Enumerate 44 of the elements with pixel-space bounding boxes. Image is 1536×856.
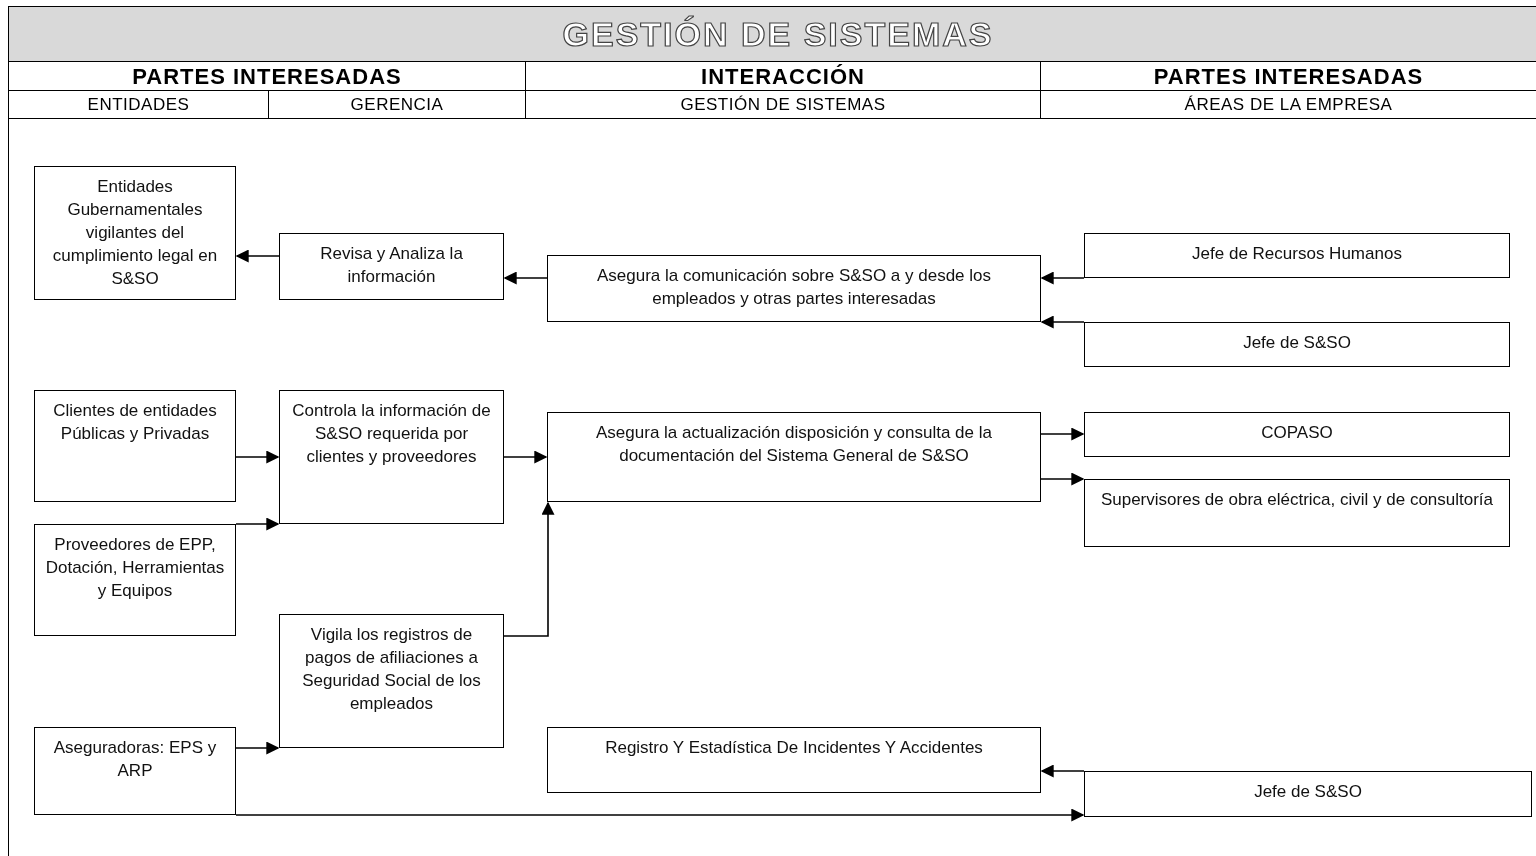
arrow: [1040, 315, 1085, 329]
arrow: [1040, 271, 1085, 285]
process-box: [1084, 322, 1510, 367]
arrow: [503, 271, 548, 285]
process-box: [34, 166, 236, 300]
box-text: Supervisores de obra eléctrica, civil y de consultoría: [1100, 489, 1494, 511]
process-box: [279, 614, 504, 748]
box-text: Controla la información de S&SO requerida por clientes y proveedores: [291, 400, 492, 468]
arrow: [235, 450, 280, 464]
process-box: [1084, 412, 1510, 457]
arrow: [235, 741, 280, 755]
process-box: [1084, 771, 1532, 817]
box-text: Registro Y Estadística De Incidentes Y Accidentes: [605, 737, 983, 759]
process-box: [1084, 233, 1510, 278]
process-box: [1084, 479, 1510, 547]
arrow: [1040, 427, 1085, 441]
box-text: Jefe de S&SO: [1254, 781, 1362, 803]
arrow: [503, 450, 548, 464]
process-box: [279, 233, 504, 300]
box-text: Jefe de S&SO: [1243, 332, 1351, 354]
process-box: [279, 390, 504, 524]
process-box: [34, 727, 236, 815]
process-box: [34, 390, 236, 502]
title: GESTIÓN DE SISTEMAS: [562, 13, 994, 55]
process-box: [547, 412, 1041, 502]
arrow: [503, 501, 555, 637]
box-text: COPASO: [1261, 422, 1333, 444]
arrow: [1040, 764, 1085, 778]
box-text: Asegura la comunicación sobre S&SO a y desde los empleados y otras partes interesadas: [595, 265, 992, 310]
box-text: Aseguradoras: EPS y ARP: [52, 737, 218, 782]
process-box: [34, 524, 236, 636]
arrow: [235, 808, 1085, 822]
box-text: Clientes de entidades Públicas y Privadas: [52, 400, 218, 445]
box-text: Revisa y Analiza la información: [319, 243, 464, 288]
box-text: Jefe de Recursos Humanos: [1192, 243, 1402, 265]
process-box: [547, 727, 1041, 793]
arrow: [235, 517, 280, 531]
process-box: [547, 255, 1041, 322]
box-text: Entidades Gubernamentales vigilantes del cumplimiento legal en S&SO: [51, 176, 219, 290]
arrow: [1040, 472, 1085, 486]
arrow: [235, 249, 280, 263]
box-text: Proveedores de EPP, Dotación, Herramientas y Equipos: [44, 534, 226, 602]
box-text: Asegura la actualización disposición y consulta de la documentación del Sistema General de S&SO: [595, 422, 993, 467]
box-text: Vigila los registros de pagos de afiliaciones a Seguridad Social de los empleados: [301, 624, 482, 715]
